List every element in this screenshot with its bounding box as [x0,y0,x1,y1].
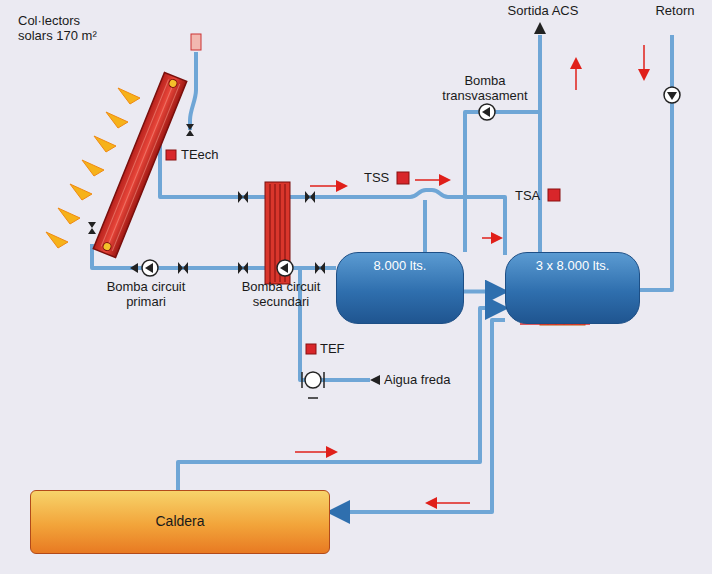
boiler: Caldera [30,490,330,554]
label-text: Bomba transvasament [430,74,540,104]
label-text: TSA [515,189,547,204]
label-text: TEech [181,148,241,163]
pipe-connector [330,320,505,512]
pipe-connector [178,308,505,490]
label-text: Sortida ACS [498,4,588,19]
solar-collector: Col·lectors solars 170 m² [18,14,118,74]
storage-tank: 8.000 lts. [336,252,464,324]
node-text: Caldera [31,491,329,529]
label-text: TSS [364,171,396,186]
label-text: Bomba circuit secundari [236,280,326,310]
node-text: 3 x 8.000 lts. [506,253,639,274]
pipe-connector [464,290,505,294]
storage-tank: 3 x 8.000 lts. [505,252,640,324]
node-text: Col·lectors solars 170 m² [18,14,118,44]
node-text: 8.000 lts. [337,253,463,274]
label-text: TEF [320,342,360,357]
label-text: Aigua freda [384,373,474,388]
label-text: Bomba circuit primari [100,280,192,310]
label-text: Retorn [650,4,700,19]
